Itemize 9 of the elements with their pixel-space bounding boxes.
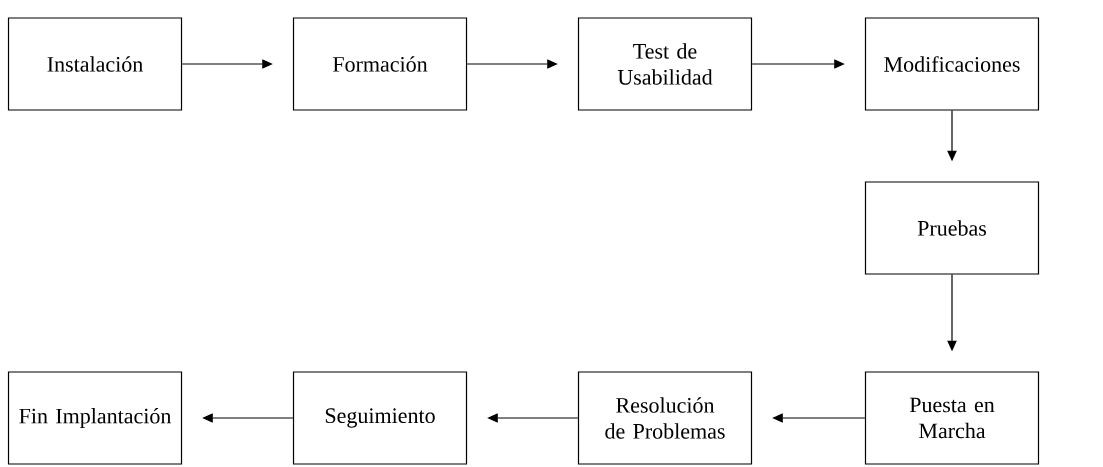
process-box: Instalación (7, 17, 183, 111)
process-box: Test de Usabilidad (577, 17, 753, 111)
process-box: Puesta en Marcha (864, 371, 1040, 465)
process-box: Fin Implantación (7, 371, 183, 465)
process-box: Modificaciones (864, 17, 1040, 111)
process-box: Resolución de Problemas (577, 371, 753, 465)
process-box: Formación (292, 17, 468, 111)
process-box: Pruebas (864, 181, 1040, 275)
process-box: Seguimiento (292, 371, 468, 465)
